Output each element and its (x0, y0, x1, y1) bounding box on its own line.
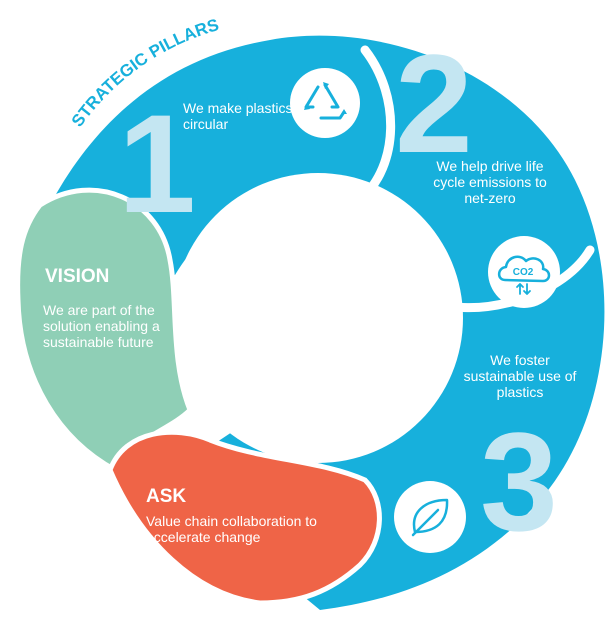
inner-circle (173, 173, 463, 463)
ask-title: ASK (146, 486, 187, 507)
svg-text:CO2: CO2 (513, 267, 534, 278)
vision-text: We are part of the solution enabling a s… (43, 302, 160, 351)
leaf-icon (394, 481, 466, 553)
ask-segment (107, 429, 382, 606)
ask-text: Value chain collaboration to accelerate … (146, 513, 317, 546)
pillar-number-2: 2 (395, 25, 473, 182)
vision-title: VISION (45, 266, 110, 287)
pillars-ring-segment (40, 35, 605, 610)
pillar-3-text: We foster sustainable use of plastics (463, 352, 577, 401)
co2-cloud-icon: CO2 (488, 236, 560, 308)
pillar-number-1: 1 (118, 85, 196, 242)
pillar-1-text: We make plastics circular (183, 100, 293, 133)
pillar-number-3: 3 (480, 403, 558, 560)
recycle-icon (290, 68, 360, 138)
pillar-2-text: We help drive life cycle emissions to ne… (433, 158, 547, 207)
